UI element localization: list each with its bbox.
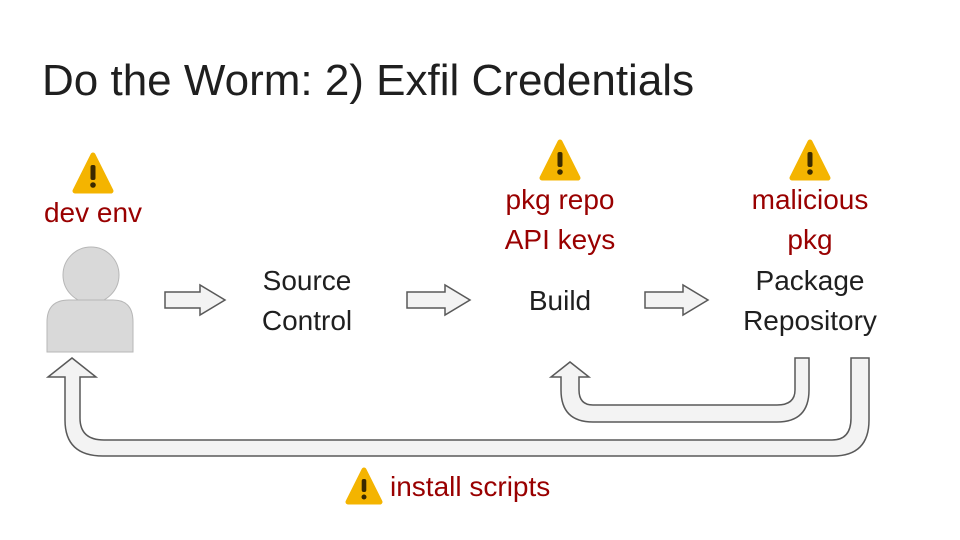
arrow-repo-to-build: [548, 357, 810, 423]
annotation-pkg-repo-keys: pkg repo API keys: [470, 180, 650, 260]
annotation-dev-env: dev env: [43, 197, 143, 228]
node-package-repository-line2: Repository: [743, 305, 877, 336]
annotation-malicious-pkg: malicious pkg: [720, 180, 900, 260]
node-source-control-line2: Control: [261, 305, 353, 336]
node-build: Build: [528, 285, 592, 316]
node-package-repository: Package Repository: [715, 261, 905, 341]
warning-icon-install-scripts: [345, 467, 383, 505]
node-source-control: Source Control: [232, 261, 382, 341]
arrow-dev-to-source: [164, 283, 227, 317]
warning-icon-dev-env: [72, 152, 114, 194]
annotation-api-keys-line2: API keys: [504, 224, 616, 255]
annotation-install-scripts: install scripts: [390, 471, 551, 502]
arrow-build-to-repo: [644, 283, 710, 317]
node-package-repository-line1: Package: [755, 265, 865, 296]
slide-title: Do the Worm: 2) Exfil Credentials: [42, 56, 695, 105]
person-icon: [46, 246, 134, 353]
node-source-control-line1: Source: [262, 265, 352, 296]
annotation-pkg-repo-line1: pkg repo: [505, 184, 615, 215]
warning-icon-repo: [789, 139, 831, 181]
warning-icon-build: [539, 139, 581, 181]
annotation-malicious-line1: malicious: [751, 184, 869, 215]
annotation-pkg-line2: pkg: [787, 224, 833, 255]
arrow-repo-to-dev: [45, 357, 870, 457]
arrow-source-to-build: [406, 283, 472, 317]
